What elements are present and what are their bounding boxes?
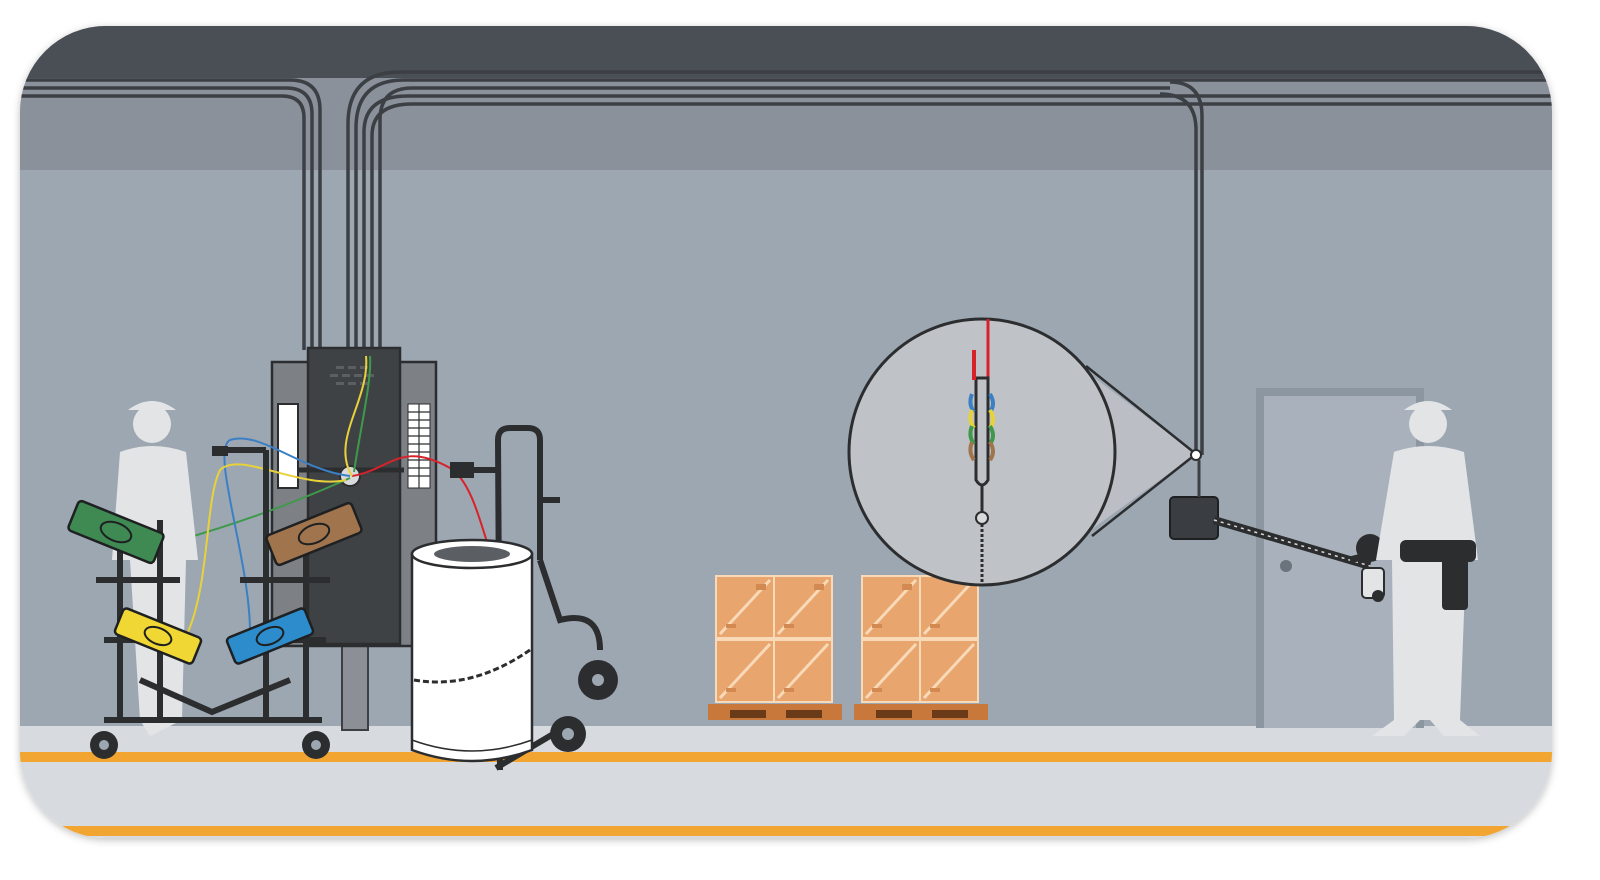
scene-content	[20, 26, 1552, 838]
electrical-panel	[270, 346, 438, 731]
pallet-stack-right	[854, 575, 988, 720]
floor-stripe-bottom	[20, 826, 1552, 836]
conduit-outlet	[1190, 449, 1202, 461]
reel-brown	[265, 501, 363, 567]
left-worker	[112, 401, 198, 736]
panel-inner	[306, 346, 402, 646]
conduits	[20, 70, 1552, 455]
reel-blue	[225, 607, 315, 665]
panel-breaker-lines	[408, 404, 430, 488]
floor	[20, 726, 1552, 838]
conduit-junction-box	[1169, 496, 1219, 540]
drum-chain	[413, 648, 531, 684]
right-worker	[1372, 401, 1480, 736]
magnifier-callout	[847, 317, 1202, 587]
cable-drum	[410, 538, 534, 763]
floor-stripe-top	[20, 752, 1552, 762]
pulled-wires	[179, 355, 491, 633]
ceiling-dark	[20, 26, 1552, 78]
magnified-wire-grip	[968, 319, 995, 585]
cart-top-clamp	[212, 446, 228, 456]
door-knob-icon	[1280, 560, 1292, 572]
pallet-stack-left	[708, 575, 842, 720]
drill-icon	[1372, 540, 1476, 610]
panel-label-window	[277, 403, 299, 489]
puller-clamp	[450, 462, 474, 478]
reel-yellow	[113, 607, 203, 665]
wire-reel-cart	[67, 446, 363, 759]
reel-green	[67, 499, 165, 565]
